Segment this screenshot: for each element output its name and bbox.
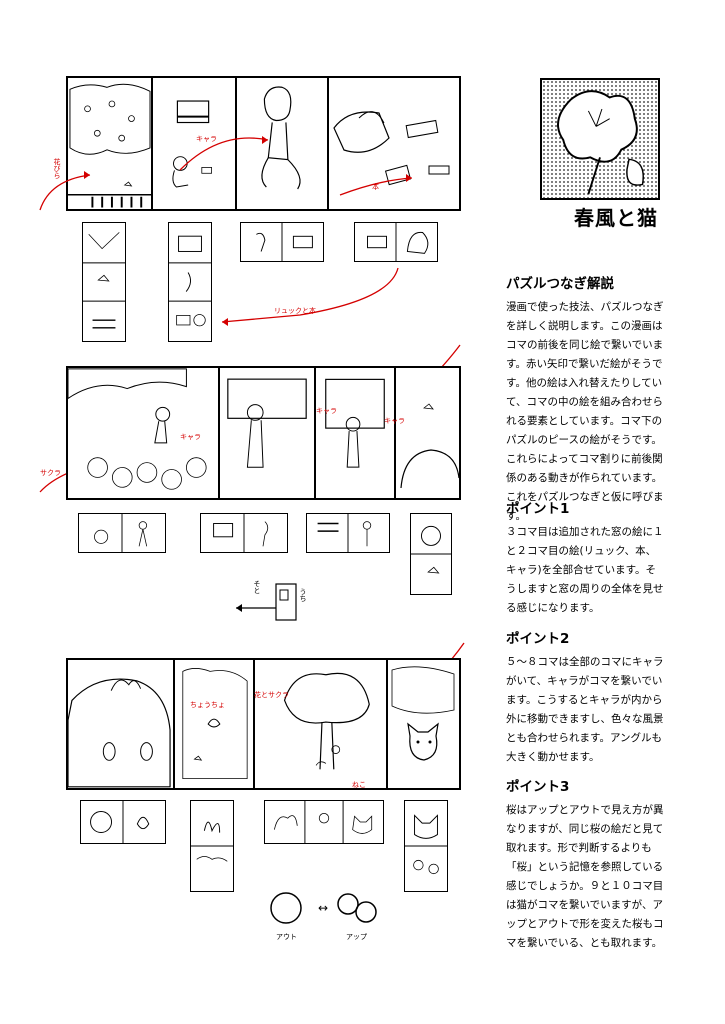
- window-girl-illustration: [227, 378, 307, 468]
- comic-strip-3: 12 11 10 9: [66, 658, 461, 790]
- panel-10: 10: [255, 660, 388, 788]
- puzzle-piece-group-6: [200, 513, 288, 553]
- legend-uchi: うち: [299, 588, 307, 602]
- annotation-kyara-1: キャラ: [196, 135, 217, 143]
- puzzle-piece-group-2: [168, 222, 212, 342]
- puzzle-piece-group-8: [410, 513, 452, 595]
- annotation-hon: 本: [372, 183, 379, 191]
- inside-outside-diagram: [236, 583, 297, 621]
- point-3-section: ポイント3 桜はアップとアウトで見え方が異なりますが、同じ桜の絵だと見て取れます…: [506, 775, 666, 953]
- point-1-heading: ポイント1: [506, 501, 570, 517]
- svg-text:↔: ↔: [318, 901, 328, 915]
- annotation-kyara-4: キャラ: [384, 417, 405, 425]
- point-3-body: 桜はアップとアウトで見え方が異なりますが、同じ桜の絵だと見て取れます。形で判断す…: [506, 804, 664, 949]
- title-illustration: [540, 78, 660, 200]
- puzzle-piece-group-4: [354, 222, 438, 262]
- annotation-ryukku-to-hon: リュックと本: [274, 307, 316, 315]
- sakura-tree-illustration: [68, 83, 151, 208]
- sitting-girl-illustration: [261, 86, 301, 190]
- panel-5: 5: [396, 368, 459, 498]
- legend-auto: アウト: [276, 933, 297, 941]
- annotation-hana-to-sakura: 花とサクラ: [254, 691, 289, 699]
- out-up-comparison-diagram: ↔: [270, 892, 377, 924]
- window-character-illustration: [172, 100, 212, 188]
- point-2-heading: ポイント2: [506, 631, 570, 647]
- point-1-body: ３コマ目は追加された窓の絵に１と２コマ目の絵(リュック、本、キャラ)を全部合せて…: [506, 526, 664, 614]
- panel-1: 1: [329, 78, 459, 209]
- garden-character-illustration: [68, 368, 207, 490]
- panel-3: 3: [153, 78, 237, 209]
- puzzle-piece-group-1: [82, 222, 126, 342]
- intro-heading: パズルつなぎ解説: [506, 276, 614, 292]
- legend-soto: そと: [253, 580, 261, 594]
- panel-2: 2: [237, 78, 329, 209]
- panel-9: 9: [388, 660, 459, 788]
- annotation-kyara-3: キャラ: [316, 407, 337, 415]
- panel-11: 11: [175, 660, 255, 788]
- flower-icon: [557, 90, 644, 195]
- puzzle-piece-group-3: [240, 222, 324, 262]
- cat-illustration: [391, 666, 455, 761]
- document-title: 春風と猫: [574, 206, 658, 230]
- panel-8: 8: [68, 368, 220, 498]
- backpack-and-books-illustration: [333, 111, 450, 186]
- puzzle-piece-group-9: [80, 800, 166, 844]
- point-2-body: ５～８コマは全部のコマにキャラがいて、キャラがコマを繋いでいます。こうするとキャ…: [506, 656, 664, 763]
- point-1-section: ポイント1 ３コマ目は追加された窓の絵に１と２コマ目の絵(リュック、本、キャラ)…: [506, 497, 666, 618]
- park-tree-illustration: [283, 672, 370, 770]
- girl-closeup-illustration: [68, 678, 171, 788]
- panel-12: 12: [68, 660, 175, 788]
- comic-strip-1: 4 3 2: [66, 76, 461, 211]
- face-closeup-illustration: [400, 403, 459, 489]
- point-3-heading: ポイント3: [506, 779, 570, 795]
- panel-4: 4: [68, 78, 153, 209]
- panel-6: 6: [316, 368, 396, 498]
- sakura-butterfly-illustration: [182, 668, 248, 779]
- panel-7: 7: [220, 368, 316, 498]
- annotation-neko: ねこ: [352, 781, 366, 789]
- intro-body: 漫画で使った技法、パズルつなぎを詳しく説明します。この漫画はコマの前後を同じ絵で…: [506, 301, 664, 522]
- intro-section: パズルつなぎ解説 漫画で使った技法、パズルつなぎを詳しく説明します。この漫画はコ…: [506, 272, 666, 526]
- window-back-illustration: [325, 378, 385, 468]
- comic-strip-2: 8 7 6 5: [66, 366, 461, 500]
- puzzle-piece-group-5: [78, 513, 166, 553]
- puzzle-piece-group-11: [264, 800, 384, 844]
- legend-appu: アップ: [346, 933, 367, 941]
- annotation-kyara-2: キャラ: [180, 433, 201, 441]
- annotation-sakura-1: サクラ: [40, 469, 61, 477]
- point-2-section: ポイント2 ５～８コマは全部のコマにキャラがいて、キャラがコマを繋いでいます。こ…: [506, 627, 666, 767]
- annotation-hanabira: 花びら: [53, 158, 61, 179]
- puzzle-piece-group-7: [306, 513, 390, 553]
- puzzle-piece-group-12: [404, 800, 448, 892]
- puzzle-piece-group-10: [190, 800, 234, 892]
- annotation-chocho: ちょうちょ: [190, 701, 225, 709]
